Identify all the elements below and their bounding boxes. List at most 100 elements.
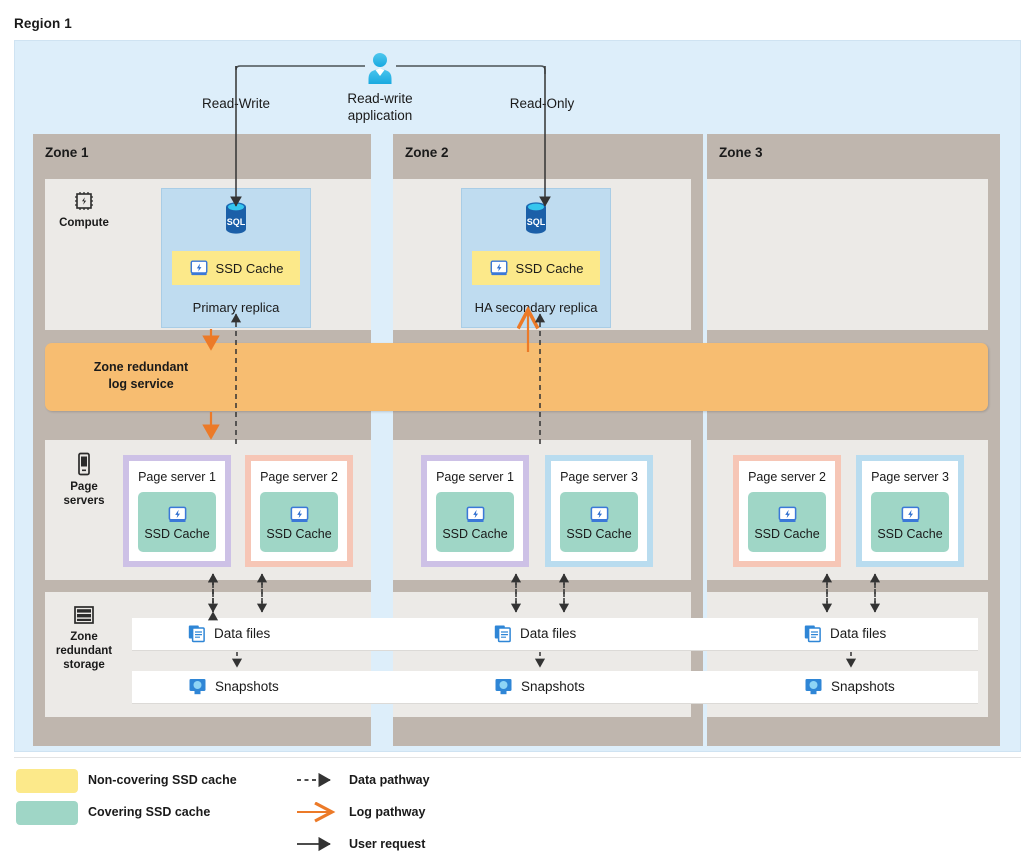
ssd-cache-z3-2: SSD Cache: [748, 492, 826, 552]
ssd-drive-icon: [590, 506, 608, 522]
compute-label-text: Compute: [59, 217, 109, 229]
ssd-cache-z1-2-label: SSD Cache: [266, 526, 332, 541]
snapshots-zone1[interactable]: Snapshots: [188, 677, 279, 696]
region-title: Region 1: [14, 16, 72, 31]
storage-stack-icon: [74, 606, 94, 624]
sql-database-icon: SQL: [226, 202, 246, 234]
data-files-icon: [494, 625, 511, 643]
ssd-cache-z3-3: SSD Cache: [871, 492, 949, 552]
ssd-cache-ha-secondary: SSD Cache: [472, 251, 600, 285]
app-label-line1: Read-write: [347, 91, 413, 106]
cpu-chip-icon: [75, 192, 93, 210]
page-server-z3-3-name: Page server 3: [871, 470, 949, 484]
compute-row-label: Compute: [48, 190, 120, 230]
zone-header-1: Zone 1: [33, 134, 371, 173]
app-label: Read-write application: [318, 90, 442, 124]
page-servers-label-line2: servers: [63, 495, 105, 507]
replica-ha-secondary[interactable]: SQL SSD Cache HA secondary replica: [461, 188, 611, 328]
ssd-cache-z2-3: SSD Cache: [560, 492, 638, 552]
ssd-drive-icon: [190, 260, 207, 276]
ssd-cache-primary-label: SSD Cache: [215, 260, 284, 276]
data-files-zone3[interactable]: Data files: [804, 624, 886, 643]
ssd-drive-icon: [490, 260, 507, 276]
page-server-z2-1[interactable]: Page server 1 SSD Cache: [421, 455, 529, 567]
svg-text:SQL: SQL: [227, 217, 246, 227]
log-service-label-line2: log service: [108, 377, 174, 391]
zone-label-1: Zone 1: [45, 145, 89, 160]
ssd-cache-z1-1-label: SSD Cache: [144, 526, 210, 541]
page-server-z2-3[interactable]: Page server 3 SSD Cache: [545, 455, 653, 567]
compute-band-zone3: [707, 179, 988, 330]
sql-database-icon: SQL: [526, 202, 546, 234]
data-files-zone2-label: Data files: [520, 626, 577, 641]
zone-label-3: Zone 3: [719, 145, 763, 160]
ssd-cache-primary: SSD Cache: [172, 251, 300, 285]
ssd-drive-icon: [901, 506, 919, 522]
page-server-z3-2[interactable]: Page server 2 SSD Cache: [733, 455, 841, 567]
zone-header-3: Zone 3: [707, 134, 1000, 173]
app-label-line2: application: [347, 108, 413, 123]
legend-label-log-pathway: Log pathway: [349, 805, 426, 819]
svg-text:SQL: SQL: [527, 217, 546, 227]
snapshot-icon: [805, 679, 822, 695]
legend-swatch-covering: [16, 801, 78, 825]
page-server-z2-1-name: Page server 1: [436, 470, 514, 484]
storage-label-line2: redundant: [55, 645, 113, 657]
ssd-cache-z1-2: SSD Cache: [260, 492, 338, 552]
zone-header-2: Zone 2: [393, 134, 703, 173]
replica-primary-name: Primary replica: [192, 300, 280, 315]
snapshot-icon: [189, 679, 206, 695]
snapshot-icon: [495, 679, 512, 695]
snapshots-zone2[interactable]: Snapshots: [494, 677, 585, 696]
page-servers-row-label: Page servers: [48, 452, 120, 508]
page-server-z2-3-name: Page server 3: [560, 470, 638, 484]
legend-swatch-non-covering: [16, 769, 78, 793]
snapshots-zone3-label: Snapshots: [831, 679, 895, 694]
snapshots-row: [132, 671, 978, 704]
data-files-row: [132, 618, 978, 651]
legend-label-non-covering: Non-covering SSD cache: [88, 773, 237, 787]
legend-divider: [14, 757, 1021, 758]
ssd-cache-z3-2-label: SSD Cache: [754, 526, 820, 541]
snapshots-zone1-label: Snapshots: [215, 679, 279, 694]
ssd-cache-ha-secondary-label: SSD Cache: [515, 260, 584, 276]
legend-label-data-pathway: Data pathway: [349, 773, 430, 787]
ssd-drive-icon: [466, 506, 484, 522]
ssd-cache-z1-1: SSD Cache: [138, 492, 216, 552]
ssd-cache-z2-1: SSD Cache: [436, 492, 514, 552]
ssd-cache-z2-3-label: SSD Cache: [566, 526, 632, 541]
ssd-drive-icon: [168, 506, 186, 522]
page-server-z1-1[interactable]: Page server 1 SSD Cache: [123, 455, 231, 567]
data-files-icon: [804, 625, 821, 643]
user-icon: [368, 53, 392, 84]
snapshots-zone3[interactable]: Snapshots: [804, 677, 895, 696]
page-server-z3-2-name: Page server 2: [748, 470, 826, 484]
log-service-label-line1: Zone redundant: [93, 360, 189, 374]
zone-redundant-log-service: Zone redundant log service: [45, 343, 988, 411]
data-files-icon: [188, 625, 205, 643]
server-device-icon: [78, 452, 90, 476]
storage-label-line1: Zone: [70, 631, 98, 643]
data-files-zone1[interactable]: Data files: [188, 624, 270, 643]
ssd-cache-z3-3-label: SSD Cache: [877, 526, 943, 541]
page-server-z3-3[interactable]: Page server 3 SSD Cache: [856, 455, 964, 567]
snapshots-zone2-label: Snapshots: [521, 679, 585, 694]
read-write-label: Read-Write: [201, 96, 271, 111]
page-server-z1-2[interactable]: Page server 2 SSD Cache: [245, 455, 353, 567]
storage-row-label: Zone redundant storage: [48, 604, 120, 672]
data-files-zone3-label: Data files: [830, 626, 887, 641]
legend-label-covering: Covering SSD cache: [88, 805, 211, 819]
data-files-zone2[interactable]: Data files: [494, 624, 576, 643]
replica-ha-secondary-name: HA secondary replica: [474, 300, 598, 315]
ssd-drive-icon: [778, 506, 796, 522]
read-only-label: Read-Only: [509, 96, 575, 111]
data-files-zone1-label: Data files: [214, 626, 271, 641]
ssd-drive-icon: [290, 506, 308, 522]
zone-label-2: Zone 2: [405, 145, 449, 160]
storage-label-line3: storage: [63, 659, 105, 671]
page-servers-label-line1: Page: [70, 481, 98, 493]
log-service-label: Zone redundant log service: [61, 359, 221, 393]
replica-primary[interactable]: SQL SSD Cache Primary replica: [161, 188, 311, 328]
ssd-cache-z2-1-label: SSD Cache: [442, 526, 508, 541]
